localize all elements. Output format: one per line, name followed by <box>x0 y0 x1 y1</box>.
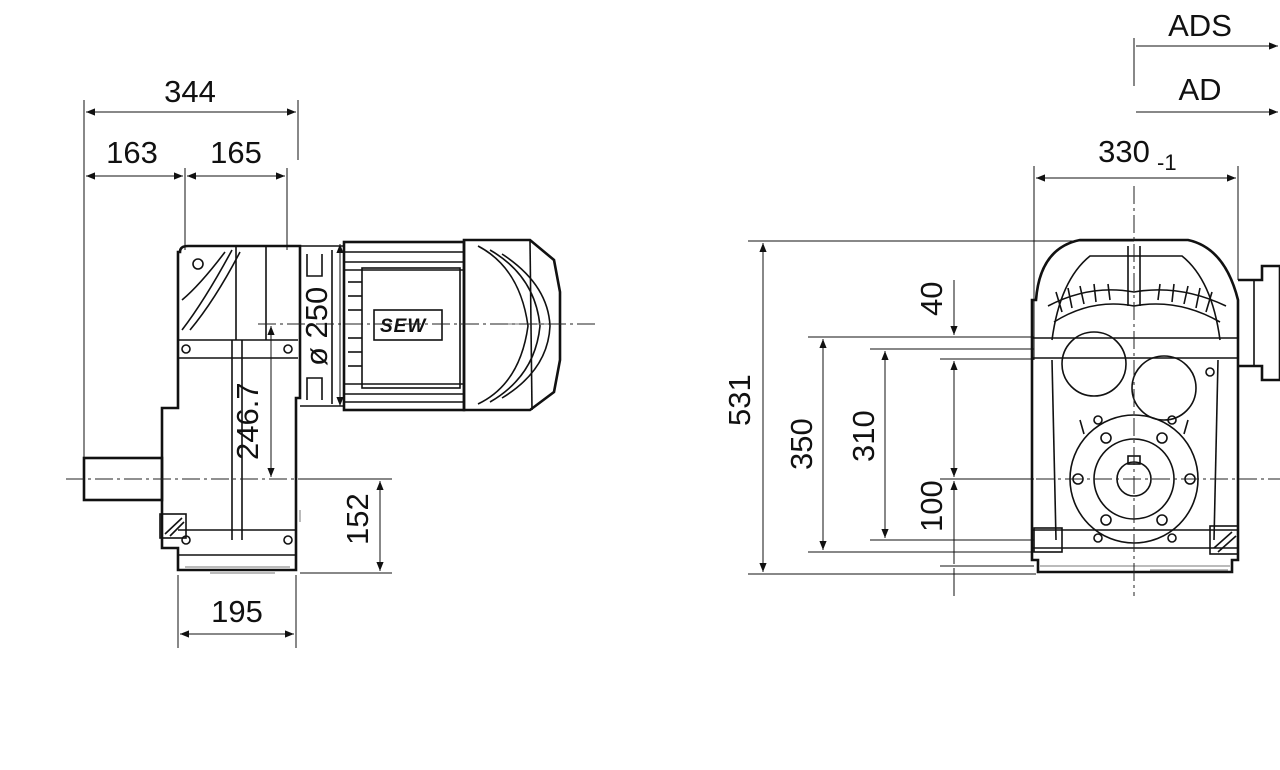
dim-foot-width: 195 <box>177 575 297 648</box>
dim-40-label: 40 <box>914 282 949 316</box>
output-shaft <box>66 456 330 502</box>
dim-350-label: 350 <box>784 418 819 470</box>
dim-ads-ad: ADS AD <box>1133 8 1278 116</box>
dim-344-label: 344 <box>164 74 216 109</box>
dim-246-7-label: 246.7 <box>230 382 265 460</box>
dim-250-label: ø 250 <box>299 287 334 366</box>
dim-ad-label: AD <box>1178 72 1221 107</box>
sew-logo: SEW <box>380 316 427 337</box>
dim-40-100: 40 100 <box>914 280 958 596</box>
dim-531-label: 531 <box>722 374 757 426</box>
dim-motor-diameter: ø 250 <box>299 244 344 406</box>
side-view: 344 163 165 <box>66 74 598 648</box>
dim-330-tolerance: -1 <box>1157 150 1177 175</box>
dim-100-label: 100 <box>914 480 949 532</box>
extension-lines <box>748 240 1134 575</box>
dim-total-height: 531 <box>722 243 767 572</box>
dim-330-label: 330 <box>1098 134 1150 169</box>
fan-cover <box>258 238 598 412</box>
dim-ads-label: ADS <box>1168 8 1232 43</box>
dim-195-label: 195 <box>211 594 263 629</box>
motor-flange-stub <box>1238 264 1280 382</box>
motor-body: SEW <box>300 240 466 412</box>
gear-circles <box>1061 331 1199 544</box>
dim-shaft-height: 152 <box>300 478 392 574</box>
dim-163-label: 163 <box>106 135 158 170</box>
dim-axis-distance: 246.7 <box>230 326 275 477</box>
gearbox-housing <box>159 244 302 574</box>
dim-left-offset: 163 165 <box>86 135 288 250</box>
front-housing <box>1030 238 1240 574</box>
dim-350: 350 <box>784 339 827 550</box>
dim-152-label: 152 <box>340 493 375 545</box>
dim-front-width: 330 -1 <box>1033 134 1239 360</box>
dim-310: 310 <box>846 351 889 538</box>
dim-310-label: 310 <box>846 410 881 462</box>
front-view: ADS AD 330 -1 <box>722 8 1280 596</box>
dim-overall-width: 344 <box>83 74 299 470</box>
dim-165-label: 165 <box>210 135 262 170</box>
